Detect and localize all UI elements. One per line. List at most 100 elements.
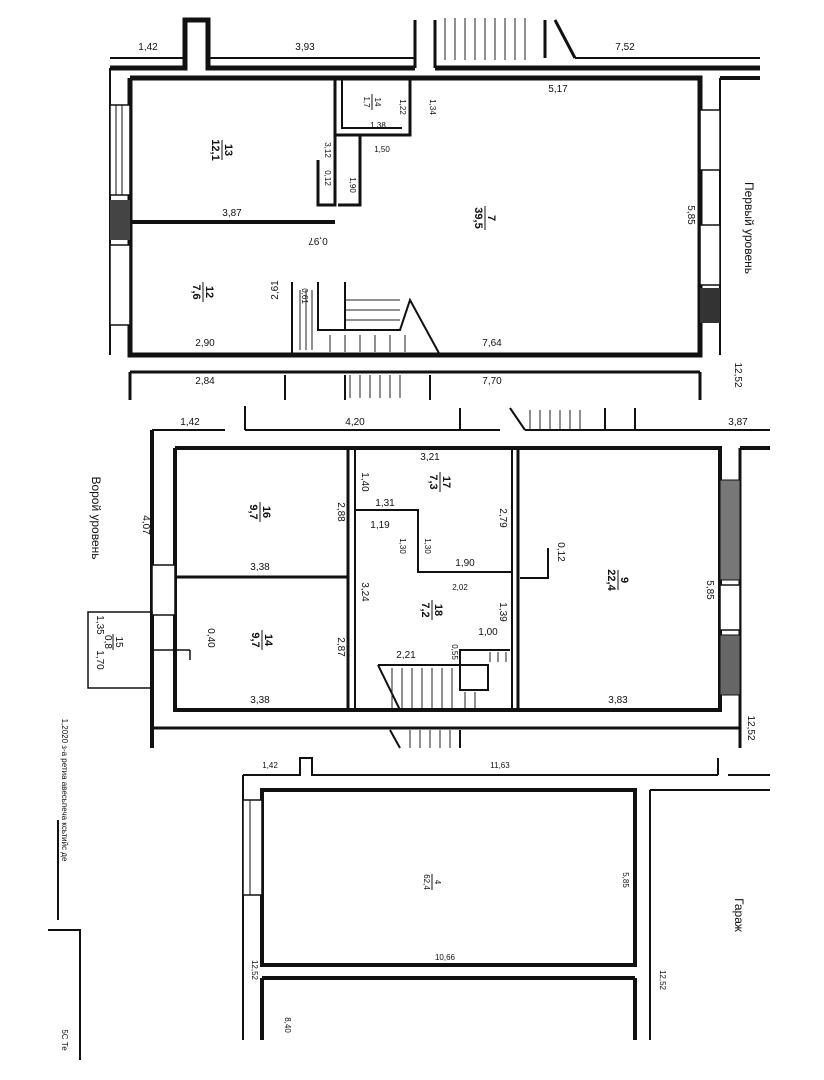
first-dim-7-70: 7,70 [482,376,502,387]
first-dim-0-97: 0,97 [308,235,328,246]
svg-text:15: 15 [113,636,124,648]
second-dim-3-24: 3,24 [359,582,370,602]
second-dim-2-88: 2,88 [335,502,346,522]
room-7: 7 39,5 [472,206,497,230]
second-dim-1-90: 1,90 [455,558,475,569]
svg-text:16: 16 [260,506,272,518]
second-dim-top-1: 1,42 [180,417,200,428]
margin-note-2: 5С Те [60,1029,69,1051]
first-dim-top-2: 3,93 [295,42,315,53]
room-16: 16 9,7 [247,502,272,522]
first-dim-3-87: 3,87 [222,208,242,219]
svg-text:7,6: 7,6 [190,284,202,299]
garage-dim-12-52a: 12,52 [250,960,259,981]
second-dim-top-3: 3,87 [728,417,748,428]
room-4: 4 62,4 [422,874,442,890]
first-dim-5-85: 5,85 [685,205,696,225]
first-level-title: Первый уровень [742,182,756,274]
garage-dim-5-85: 5,85 [621,872,630,888]
first-dim-5-17: 5,17 [548,84,568,95]
room-17: 17 7,3 [427,472,452,492]
room15-dim-b: 1,70 [94,650,105,670]
svg-text:12: 12 [203,286,215,298]
svg-text:17: 17 [440,476,452,488]
second-dim-3-38b: 3,38 [250,695,270,706]
margin-note-1: 1,2020 з-а ретиа авесьпеча ксьтийс де [60,719,69,862]
second-level-plan: 1,42 4,20 3,87 3,21 1,40 2,88 1,31 1,19 … [87,406,770,749]
second-dim-12-52: 12,52 [745,715,756,740]
svg-text:9,7: 9,7 [249,632,261,647]
garage-dim-1-42: 1,42 [262,761,278,770]
second-dim-3-38a: 3,38 [250,562,270,573]
first-dim-1-22: 1,22 [398,99,407,115]
first-dim-1-50: 1,50 [374,145,390,154]
margin-notes: 1,2020 з-а ретиа авесьпеча ксьтийс де 5С… [48,719,81,1060]
first-dim-2-61: 2,61 [270,280,281,300]
second-dim-2-21: 2,21 [396,650,416,661]
first-dim-1-90: 1,90 [348,177,357,193]
svg-text:7: 7 [485,215,497,221]
svg-text:9: 9 [618,577,630,583]
first-dim-2-90: 2,90 [195,338,215,349]
second-level-title: Ворой уровень [89,476,103,559]
svg-text:13: 13 [222,144,234,156]
first-dim-top-1: 1,42 [138,42,158,53]
garage-dim-8-40: 8,40 [283,1017,292,1033]
second-dim-2-79: 2,79 [497,508,508,528]
second-dim-1-39: 1,39 [497,602,508,622]
room-9: 9 22,4 [605,569,630,591]
room-12: 12 7,6 [190,282,215,302]
second-dim-2-87: 2,87 [335,637,346,657]
svg-text:9,7: 9,7 [247,504,259,519]
garage-dim-12-52b: 12,52 [658,970,667,991]
garage-dim-11-63: 11,63 [490,761,510,770]
second-dim-1-30a: 1,30 [398,538,407,554]
room-13: 13 12,1 [209,139,234,160]
svg-text:4: 4 [433,880,442,885]
second-dim-1-30b: 1,30 [423,538,432,554]
second-dim-2-02: 2,02 [452,583,468,592]
second-dim-0-12: 0,12 [555,542,566,562]
second-dim-1-00: 1,00 [478,627,498,638]
room15-dim-a: 1,35 [94,615,105,635]
first-dim-12-52: 12,52 [732,362,743,387]
second-dim-3-83: 3,83 [608,695,628,706]
svg-text:7,3: 7,3 [427,474,439,489]
first-dim-1-38: 1,38 [370,121,386,130]
second-dim-4-07: 4,07 [140,515,151,535]
svg-text:14: 14 [373,98,382,107]
second-dim-1-31: 1,31 [375,498,395,509]
second-dim-5-85: 5,85 [704,580,715,600]
first-dim-3-12: 3,12 [323,142,332,158]
first-dim-top-3: 7,52 [615,42,635,53]
svg-text:39,5: 39,5 [472,207,484,228]
svg-text:0,8: 0,8 [102,635,113,649]
first-dim-2-84: 2,84 [195,376,215,387]
svg-text:18: 18 [432,604,444,616]
svg-text:12,1: 12,1 [209,139,221,160]
room-18: 18 7,2 [419,600,444,620]
room-15: 15 0,8 [102,634,124,650]
first-dim-0-61: 0,61 [300,288,309,304]
second-dim-1-19: 1,19 [370,520,390,531]
first-level-plan: 1,42 3,93 7,52 5,17 3,87 0,97 2,90 7,64 … [109,17,760,400]
garage-dim-10-66: 10,66 [435,953,456,962]
svg-text:1,7: 1,7 [362,96,371,108]
room-14-second: 14 9,7 [249,630,274,650]
svg-text:62,4: 62,4 [422,874,431,890]
second-dim-top-2: 4,20 [345,417,365,428]
second-dim-1-40: 1,40 [359,472,370,492]
first-dim-1-34: 1,34 [428,99,437,115]
second-dim-0-40: 0,40 [205,628,216,648]
first-dim-7-64: 7,64 [482,338,502,349]
svg-text:22,4: 22,4 [605,569,617,591]
garage-plan: 1,42 11,63 5,85 10,66 12,52 12,52 8,40 4… [242,757,770,1040]
room-14-first: 14 1,7 [362,94,382,110]
svg-text:7,2: 7,2 [419,602,431,617]
second-dim-3-21: 3,21 [420,452,440,463]
second-dim-0-55: 0,55 [450,644,459,660]
garage-title: Гараж [732,898,746,932]
svg-text:14: 14 [262,634,274,647]
first-dim-0-12: 0,12 [323,170,332,186]
